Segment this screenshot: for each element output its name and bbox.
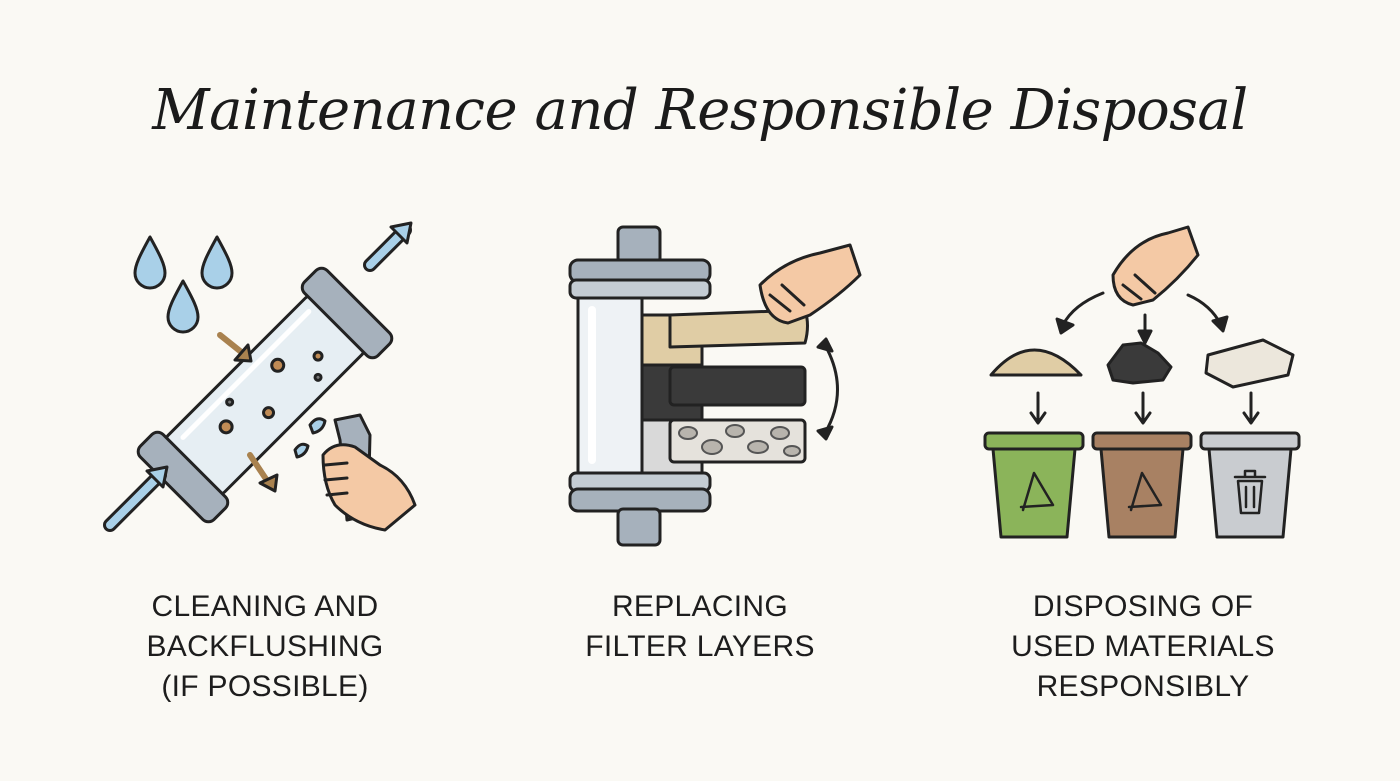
caption-line: CLEANING AND <box>151 590 379 623</box>
step-replacing-filter-layers: REPLACING FILTER LAYERS <box>520 215 880 695</box>
step-caption: CLEANING AND BACKFLUSHING (IF POSSIBLE) <box>85 587 445 707</box>
step-disposing-materials: DISPOSING OF USED MATERIALS RESPONSIBLY <box>963 215 1323 703</box>
page-title: Maintenance and Responsible Disposal <box>152 78 1248 143</box>
filter-layers-icon <box>568 225 862 547</box>
step-caption: DISPOSING OF USED MATERIALS RESPONSIBLY <box>963 587 1323 707</box>
recycle-bins-icon <box>983 225 1301 539</box>
step-cleaning-backflushing: CLEANING AND BACKFLUSHING (IF POSSIBLE) <box>85 215 445 703</box>
caption-line: REPLACING <box>611 590 789 623</box>
step-caption: REPLACING FILTER LAYERS <box>520 587 880 667</box>
caption-line: USED MATERIALS <box>1011 630 1275 663</box>
caption-line: (IF POSSIBLE) <box>161 670 369 703</box>
backflush-filter-icon <box>103 221 417 532</box>
caption-line: FILTER LAYERS <box>585 630 815 663</box>
caption-line: RESPONSIBLY <box>1036 670 1250 703</box>
caption-line: DISPOSING OF <box>1032 590 1254 623</box>
caption-line: BACKFLUSHING <box>146 630 384 663</box>
